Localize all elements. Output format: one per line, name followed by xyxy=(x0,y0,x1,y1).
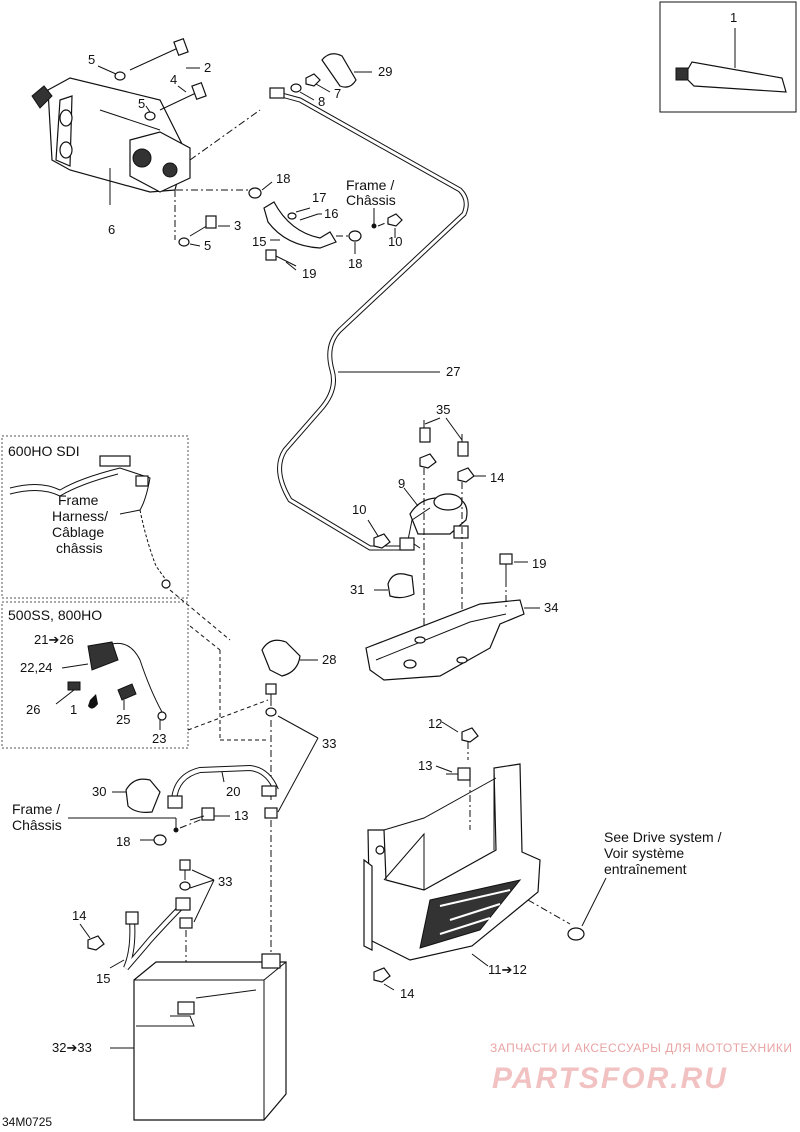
harness-line1: Frame xyxy=(58,492,99,508)
label-18c: 18 xyxy=(116,834,130,849)
label-35: 35 xyxy=(436,402,450,417)
frame-top-line1: Frame / xyxy=(346,177,394,193)
watermark-line1: ЗАПЧАСТИ И АКСЕССУАРЫ ДЛЯ МОТОТЕХНИКИ xyxy=(490,1041,792,1055)
label-10a: 10 xyxy=(388,234,402,249)
label-33b: 33 xyxy=(218,874,232,889)
starter-motor: 6 xyxy=(31,77,191,237)
label-9: 9 xyxy=(398,476,405,491)
positive-cable-20: 30 20 xyxy=(92,764,279,813)
label-1: 1 xyxy=(730,10,737,25)
harness-line2: Harness/ xyxy=(52,508,108,524)
label-22-24: 22,24 xyxy=(20,660,53,675)
grease-tube-inset: 1 xyxy=(659,1,797,113)
label-31: 31 xyxy=(350,582,364,597)
label-26: 26 xyxy=(26,702,40,717)
drive-system-note: See Drive system / Voir système entraîne… xyxy=(581,829,722,927)
variant-500ss-800ho: 500SS, 800HO 21➔26 22,24 26 1 25 23 xyxy=(1,601,269,749)
label-27: 27 xyxy=(446,364,460,379)
terminal-boot-29: 29 7 8 xyxy=(176,53,392,191)
solenoid-bracket-34: 34 19 xyxy=(365,553,558,681)
frame-bottom-line1: Frame / xyxy=(12,801,60,817)
label-15a: 15 xyxy=(252,234,266,249)
ground-hardware-bottom: Frame / Châssis 13 18 xyxy=(12,801,248,849)
label-19a: 19 xyxy=(302,266,316,281)
label-18b: 18 xyxy=(348,256,362,271)
variant-600ho-sdi: 600HO SDI Frame Harness/ Câblage châssis xyxy=(1,435,231,641)
label-14b: 14 xyxy=(72,908,86,923)
label-8: 8 xyxy=(318,94,325,109)
negative-hardware-33: 33 14 15 xyxy=(72,859,232,1005)
label-34: 34 xyxy=(544,600,558,615)
label-5b: 5 xyxy=(138,96,145,111)
harness-line4: châssis xyxy=(56,540,103,556)
positive-hardware-33: 33 xyxy=(264,683,336,970)
label-19b: 19 xyxy=(532,556,546,571)
label-20: 20 xyxy=(226,784,240,799)
label-12: 12 xyxy=(428,716,442,731)
label-5c: 5 xyxy=(204,238,211,253)
label-15b: 15 xyxy=(96,971,110,986)
watermark-line2: PARTSFOR.RU xyxy=(492,1062,728,1095)
terminal-boot-28: 28 xyxy=(261,639,336,677)
label-3: 3 xyxy=(234,218,241,233)
diagram-code: 34M0725 xyxy=(2,1115,52,1129)
label-29: 29 xyxy=(378,64,392,79)
label-25: 25 xyxy=(116,712,130,727)
drive-note-line1: See Drive system / xyxy=(604,829,722,845)
frame-bottom-line2: Châssis xyxy=(12,817,62,833)
label-2: 2 xyxy=(204,60,211,75)
starter-cable-27: 27 xyxy=(269,87,469,551)
label-14c: 14 xyxy=(400,986,414,1001)
ground-cable-top: 18 17 16 15 19 18 Frame / Châssis 10 xyxy=(248,171,403,281)
label-23: 23 xyxy=(152,731,166,746)
label-21-26: 21➔26 xyxy=(34,632,74,647)
starter-solenoid: 35 14 9 10 xyxy=(352,402,504,660)
frame-top-line2: Châssis xyxy=(346,192,396,208)
watermark: ЗАПЧАСТИ И АКСЕССУАРЫ ДЛЯ МОТОТЕХНИКИ PA… xyxy=(490,1041,792,1095)
variant-600-title: 600HO SDI xyxy=(8,443,80,459)
label-14a: 14 xyxy=(490,470,504,485)
label-13a: 13 xyxy=(234,808,248,823)
variant-500-title: 500SS, 800HO xyxy=(8,607,102,623)
label-13b: 13 xyxy=(418,758,432,773)
drive-note-line2: Voir système xyxy=(604,845,684,861)
label-32-33: 32➔33 xyxy=(52,1040,92,1055)
drive-note-line3: entraînement xyxy=(604,861,687,877)
label-11-12: 11➔12 xyxy=(488,962,527,977)
label-33a: 33 xyxy=(322,736,336,751)
battery-tray-11: 12 13 14 11➔12 xyxy=(363,716,585,1001)
label-4: 4 xyxy=(170,72,177,87)
battery-32: 32➔33 xyxy=(52,953,287,1121)
label-16: 16 xyxy=(324,206,338,221)
label-17: 17 xyxy=(312,190,326,205)
terminal-boot-31: 31 xyxy=(350,573,415,599)
label-1-drop: 1 xyxy=(70,702,77,717)
label-30: 30 xyxy=(92,784,106,799)
label-18a: 18 xyxy=(276,171,290,186)
label-28: 28 xyxy=(322,652,336,667)
starter-bolts: 2 5 4 5 3 5 xyxy=(88,37,241,253)
label-5a: 5 xyxy=(88,52,95,67)
label-7: 7 xyxy=(334,86,341,101)
label-10b: 10 xyxy=(352,502,366,517)
harness-line3: Câblage xyxy=(52,524,104,540)
label-6: 6 xyxy=(108,222,115,237)
